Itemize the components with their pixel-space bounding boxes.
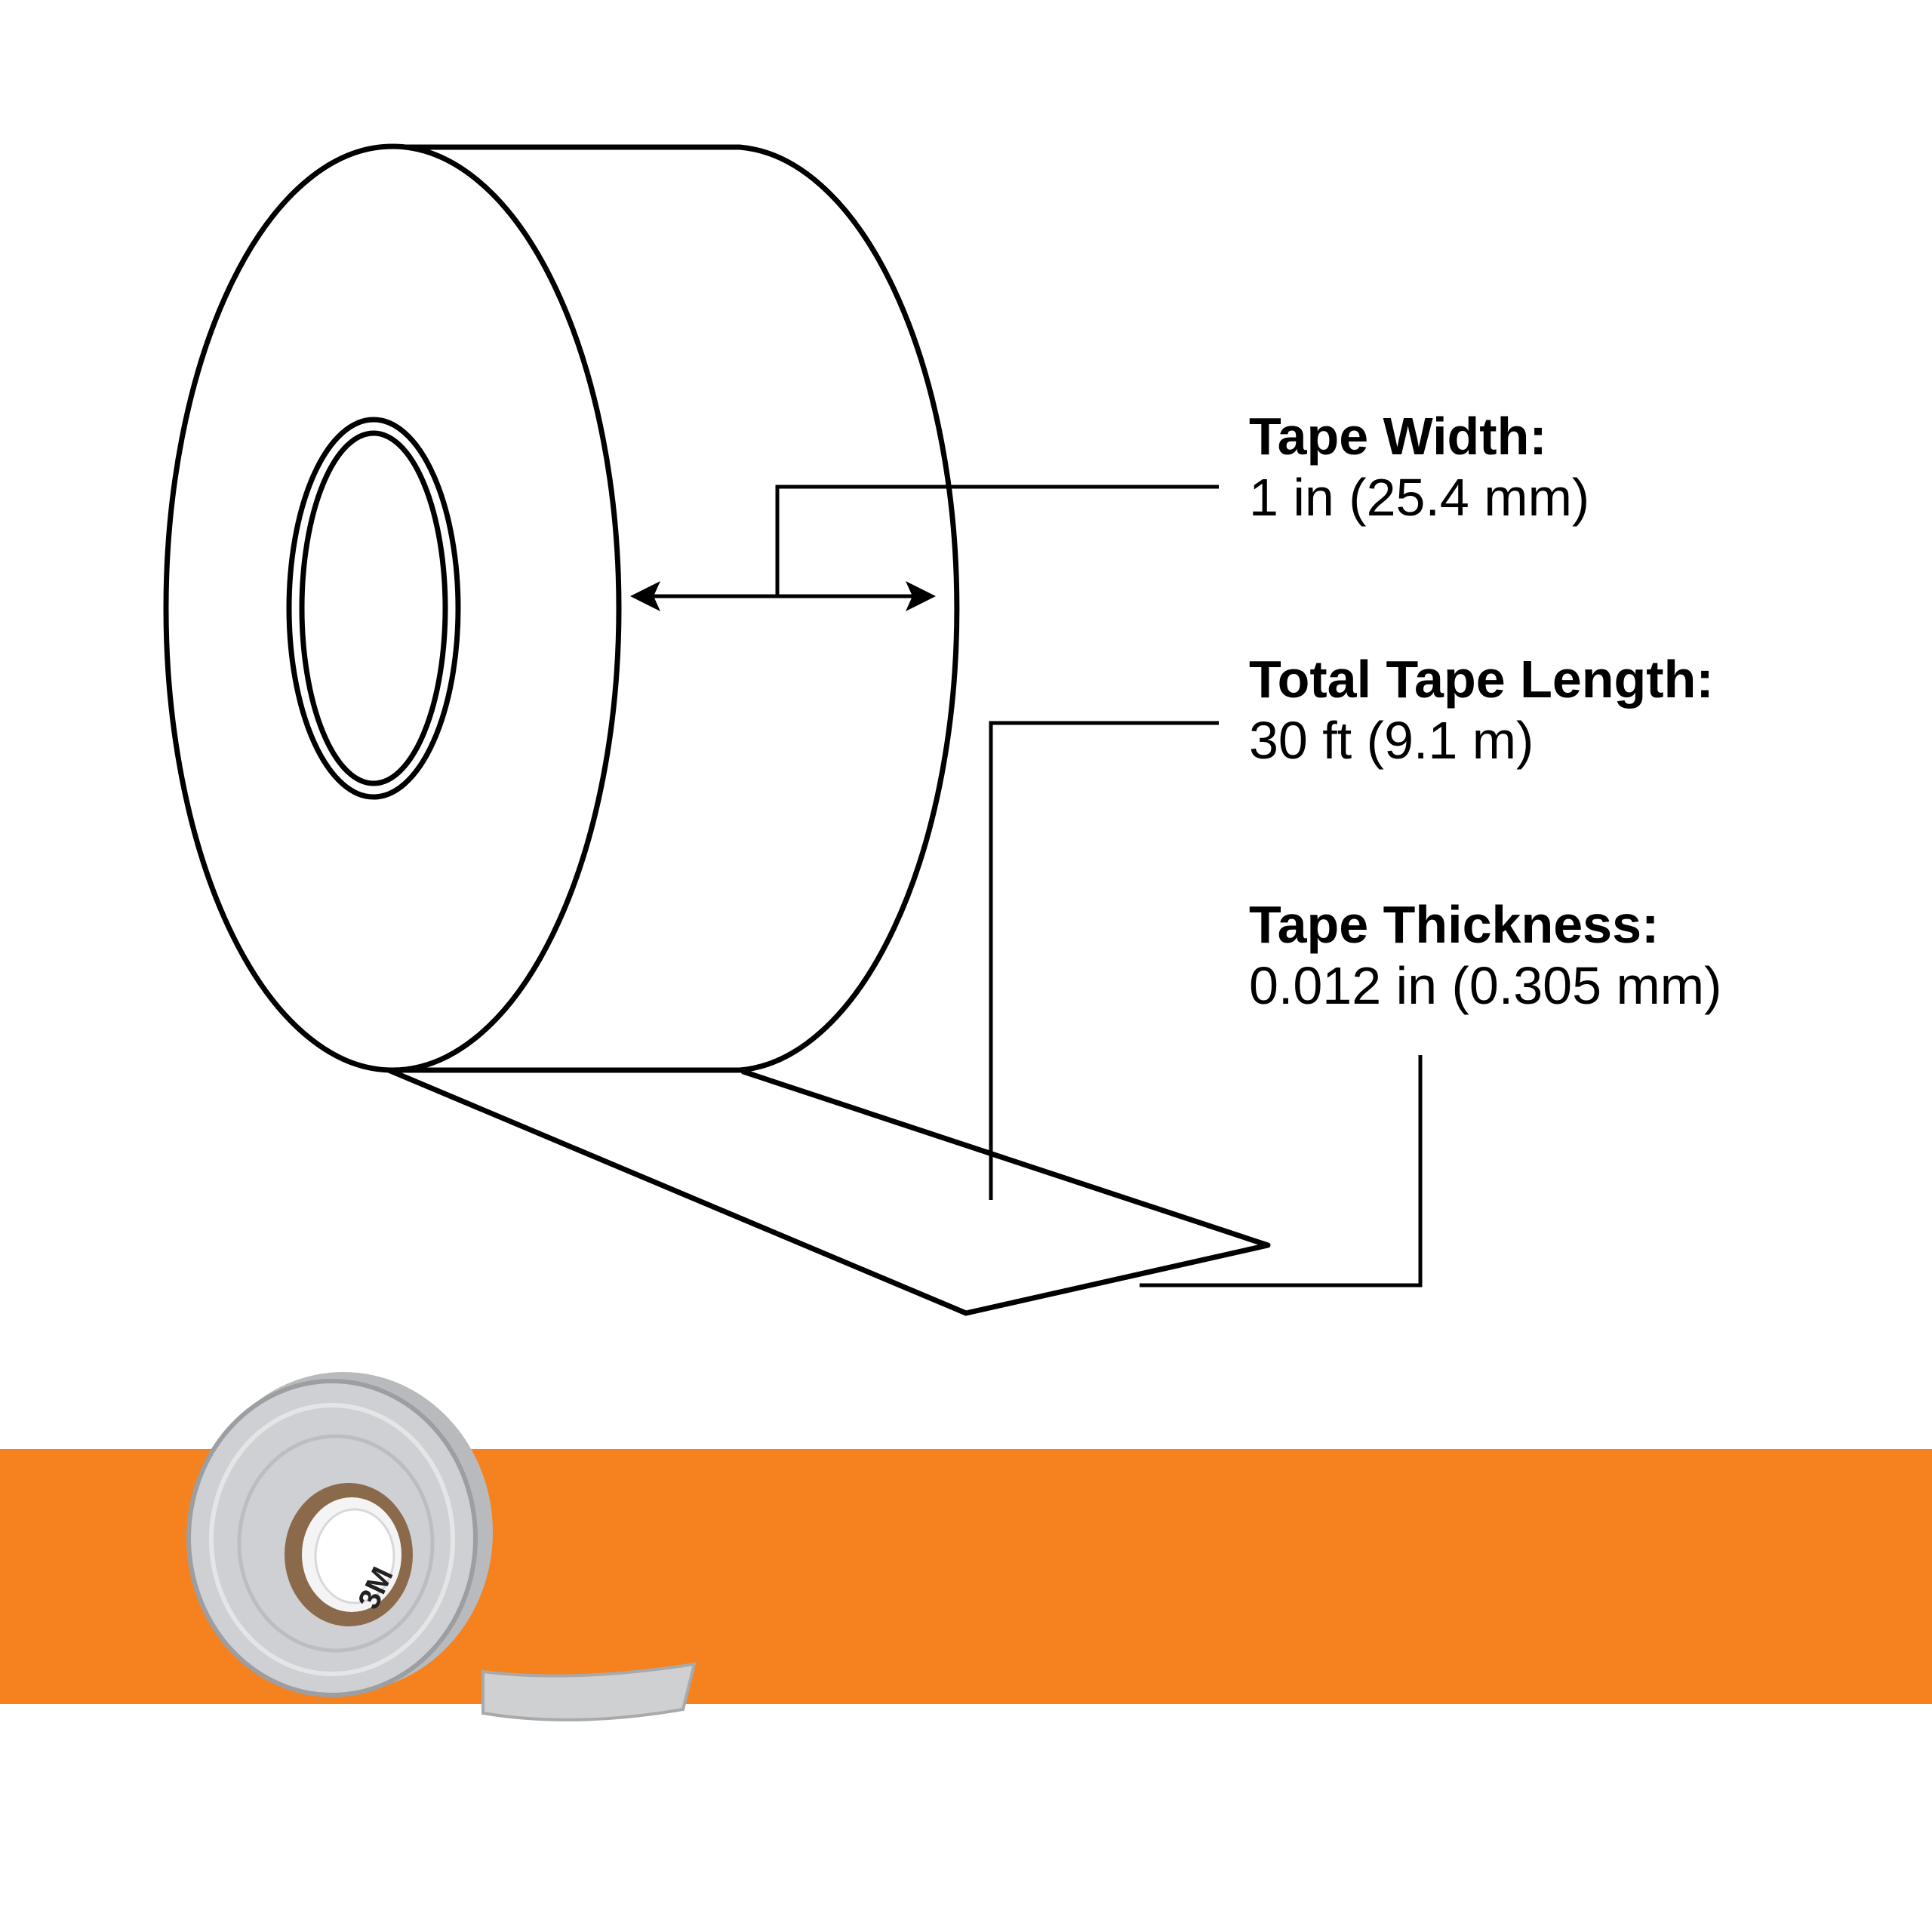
spec-tape-width-value: 1 in (25.4 mm) [1249, 467, 1590, 527]
photo-tape-tail [481, 1662, 697, 1721]
spec-tape-length-value: 30 ft (9.1 m) [1249, 710, 1534, 770]
spec-tape-thickness-label: Tape Thickness: [1249, 895, 1660, 954]
callout-lines [630, 485, 1423, 1287]
thickness-leader-line [1140, 1055, 1423, 1287]
width-arrowhead-right [906, 581, 936, 611]
width-arrowhead-left [630, 581, 660, 611]
spec-tape-width: Tape Width: 1 in (25.4 mm) [1249, 406, 1589, 528]
roll-core-outer [286, 417, 461, 800]
spec-tape-thickness: Tape Thickness: 0.012 in (0.305 mm) [1249, 894, 1721, 1016]
length-leader-line [989, 721, 1219, 1200]
spec-tape-thickness-value: 0.012 in (0.305 mm) [1249, 955, 1722, 1015]
spec-tape-length: Total Tape Length: 30 ft (9.1 m) [1249, 649, 1714, 771]
spec-tape-length-label: Total Tape Length: [1249, 650, 1714, 709]
width-leader-line [775, 485, 1219, 596]
spec-tape-width-label: Tape Width: [1249, 407, 1547, 466]
roll-core-inner [299, 430, 448, 786]
unrolled-tape-strip [386, 1067, 1271, 1316]
tape-roll-outline [163, 143, 1271, 1316]
product-photo: 3M [186, 1372, 697, 1721]
